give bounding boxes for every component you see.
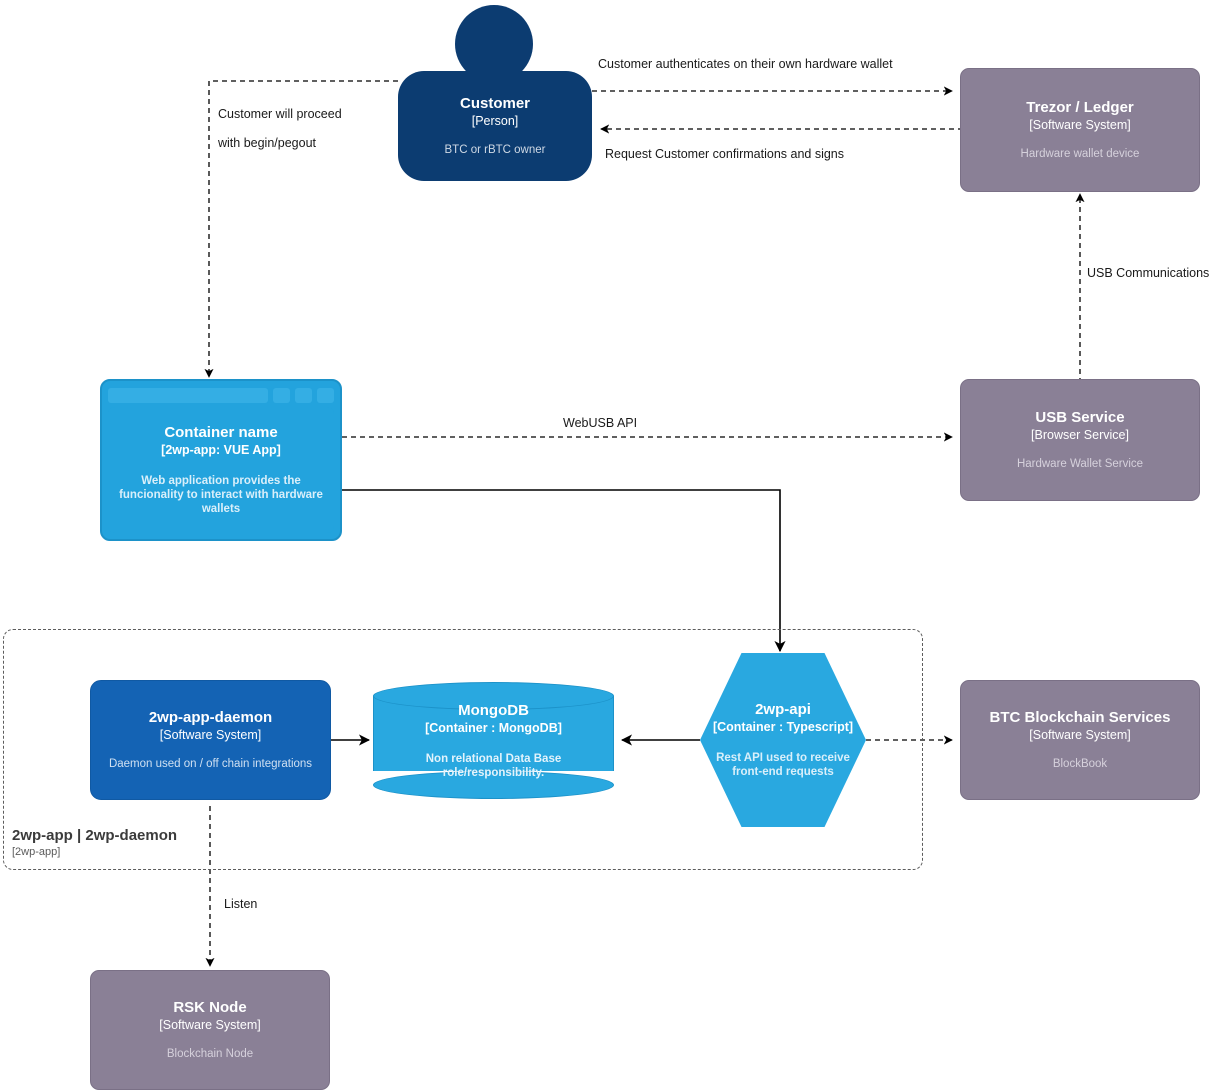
daemon-description: Daemon used on / off chain integrations xyxy=(108,758,313,770)
rsk-node-name: RSK Node xyxy=(173,999,247,1016)
2wp-api-name: 2wp-api xyxy=(755,701,811,718)
daemon-type: [Software System] xyxy=(159,728,262,742)
customer-name: Customer xyxy=(459,95,530,112)
cylinder-top xyxy=(373,682,614,710)
edge-label-customer-to-trezor: Customer authenticates on their own hard… xyxy=(598,57,893,71)
mongodb-name: MongoDB xyxy=(458,701,529,719)
trezor-ledger-description: Hardware wallet device xyxy=(1020,148,1140,160)
vue-app-name: Container name xyxy=(164,424,278,441)
node-vue-app[interactable]: Container name [2wp-app: VUE App] Web ap… xyxy=(100,379,342,541)
usb-service-name: USB Service xyxy=(1035,409,1125,426)
node-rsk-node[interactable]: RSK Node [Software System] Blockchain No… xyxy=(90,970,330,1090)
boundary-type: [2wp-app] xyxy=(12,846,61,858)
boundary-name: 2wp-app | 2wp-daemon xyxy=(12,827,178,844)
usb-service-type: [Browser Service] xyxy=(1031,428,1129,442)
boundary-label: 2wp-app | 2wp-daemon [2wp-app] xyxy=(12,826,272,859)
mongodb-type: [Container : MongoDB] xyxy=(425,720,562,735)
node-usb-service[interactable]: USB Service [Browser Service] Hardware W… xyxy=(960,379,1200,501)
node-2wp-api[interactable]: 2wp-api [Container : Typescript] Rest AP… xyxy=(700,653,866,827)
edge-label-customer-to-vue-line2: with begin/pegout xyxy=(218,136,316,150)
mongodb-label-group: MongoDB [Container : MongoDB] Non relati… xyxy=(373,682,614,799)
trezor-ledger-name: Trezor / Ledger xyxy=(1026,99,1134,116)
node-2wp-app-daemon[interactable]: 2wp-app-daemon [Software System] Daemon … xyxy=(90,680,331,800)
edge-label-vue-to-usb: WebUSB API xyxy=(563,416,638,430)
edge-label-customer-to-vue-line1: Customer will proceed xyxy=(218,107,342,121)
usb-service-description: Hardware Wallet Service xyxy=(1016,458,1144,470)
btc-blockchain-services-name: BTC Blockchain Services xyxy=(989,709,1171,726)
vue-app-description: Web application provides the funcionalit… xyxy=(119,475,323,515)
cylinder-bottom xyxy=(373,771,614,799)
trezor-ledger-type: [Software System] xyxy=(1029,118,1131,132)
edge-label-daemon-to-rsk: Listen xyxy=(224,897,258,911)
browser-maximize-icon[interactable] xyxy=(295,387,312,403)
customer-type: [Person] xyxy=(471,114,519,128)
person-body-shape xyxy=(398,71,592,181)
btc-blockchain-services-type: [Software System] xyxy=(1029,728,1131,742)
btc-blockchain-services-description: BlockBook xyxy=(1052,758,1108,770)
node-btc-blockchain-services[interactable]: BTC Blockchain Services [Software System… xyxy=(960,680,1200,800)
customer-description: BTC or rBTC owner xyxy=(444,144,546,156)
daemon-name: 2wp-app-daemon xyxy=(148,709,273,726)
2wp-api-description: Rest API used to receive front-end reque… xyxy=(716,752,850,778)
boundary-2wp-app xyxy=(3,629,923,870)
browser-address-bar[interactable] xyxy=(108,387,268,403)
2wp-api-type: [Container : Typescript] xyxy=(712,720,854,734)
vue-app-body: Container name [2wp-app: VUE App] Web ap… xyxy=(108,407,334,533)
node-trezor-ledger[interactable]: Trezor / Ledger [Software System] Hardwa… xyxy=(960,68,1200,192)
mongodb-description: Non relational Data Base role/responsibi… xyxy=(425,752,562,779)
edge-label-usb-to-trezor: USB Communications xyxy=(1087,266,1210,280)
browser-title-bar xyxy=(108,387,334,403)
rsk-node-type: [Software System] xyxy=(159,1018,261,1032)
rsk-node-description: Blockchain Node xyxy=(166,1048,254,1060)
browser-close-icon[interactable] xyxy=(317,387,334,403)
customer-label-group: Customer [Person] BTC or rBTC owner xyxy=(398,71,592,181)
browser-minimize-icon[interactable] xyxy=(273,387,290,403)
person-head-icon xyxy=(455,5,533,83)
edge-label-trezor-to-customer: Request Customer confirmations and signs xyxy=(605,147,845,161)
node-mongodb[interactable]: MongoDB [Container : MongoDB] Non relati… xyxy=(373,682,614,799)
vue-app-type: [2wp-app: VUE App] xyxy=(161,443,281,457)
